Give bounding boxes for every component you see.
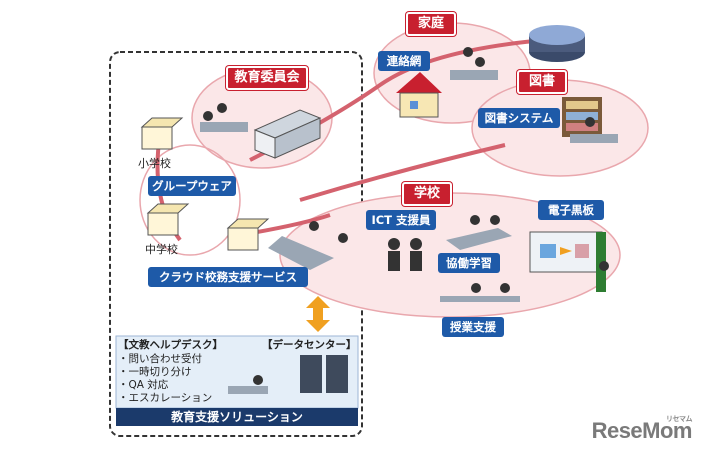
librarian-icon [570, 117, 618, 143]
label-ict-support: ICT 支援員 [366, 210, 436, 230]
datacenter-rack-icon [300, 355, 348, 393]
junior-high-school-icon [146, 203, 190, 236]
label-library-system: 図書システム [478, 108, 560, 128]
label-electronic-blackboard: 電子黒板 [538, 200, 604, 220]
logo-text: ReseMom [591, 418, 693, 443]
helpdesk-title: 【文教ヘルプデスク】 [118, 339, 223, 351]
solution-region-border [109, 51, 363, 437]
electronic-blackboard-icon [529, 231, 609, 292]
label-school: 学校 [402, 182, 452, 206]
ict-support-staff-icon [388, 238, 422, 271]
elementary-school-icon [140, 117, 184, 150]
label-education-board: 教育委員会 [226, 66, 308, 90]
label-home: 家庭 [406, 12, 456, 36]
helpdesk-items: ・問い合わせ受付 ・一時切り分け ・QA 対応 ・エスカレーション [118, 353, 212, 405]
label-contact-network: 連絡網 [378, 51, 430, 71]
library-ellipse [471, 79, 649, 177]
school-building-icon [226, 218, 270, 251]
datacenter-title: 【データセンター】 [262, 339, 357, 351]
helpdesk-item: ・QA 対応 [118, 379, 169, 391]
server-icon [529, 25, 585, 62]
office-building-icon [253, 109, 322, 159]
bidirectional-arrow-icon [306, 296, 330, 332]
groupware-ellipse [139, 144, 241, 256]
label-class-support: 授業支援 [442, 317, 504, 337]
label-cloud-service: クラウド校務支援サービス [148, 267, 308, 287]
helpdesk-item: ・問い合わせ受付 [118, 353, 202, 365]
school-teachers-icon [268, 221, 348, 270]
label-library: 図書 [517, 70, 567, 94]
house-icon [396, 72, 442, 118]
board-staff-icon [200, 103, 248, 132]
home-user-icon [450, 47, 498, 80]
helpdesk-item: ・エスカレーション [118, 392, 213, 404]
logo-subtext: リセマム [666, 416, 693, 423]
solution-title-bar: 教育支援ソリューション [116, 408, 358, 426]
bookshelf-icon [562, 97, 602, 137]
label-junior-high-school: 中学校 [145, 243, 178, 256]
helpdesk-item: ・一時切り分け [118, 366, 192, 378]
resemom-logo: ReseMom リセマム [591, 416, 693, 444]
collaborative-learning-icon [446, 215, 512, 250]
label-elementary-school: 小学校 [138, 157, 171, 170]
label-groupware: グループウェア [148, 176, 236, 196]
helpdesk-operator-icon [228, 375, 268, 394]
label-collaborative-learning: 協働学習 [438, 253, 500, 273]
class-support-icon [440, 283, 520, 302]
